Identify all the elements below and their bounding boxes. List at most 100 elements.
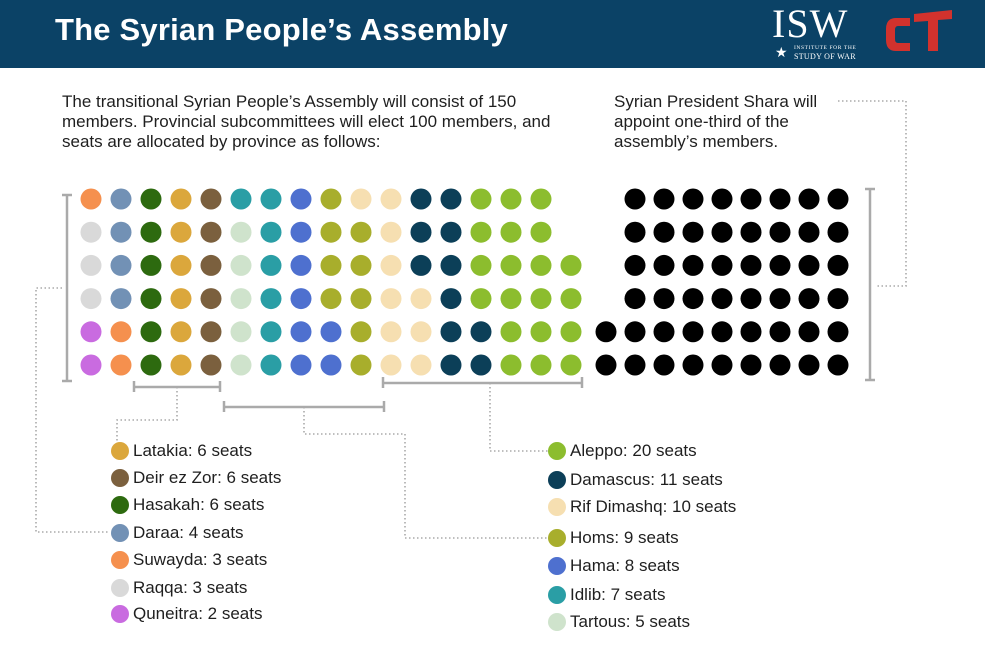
legend-item-damascus: Damascus: 11 seats [548,469,723,491]
seat-dot-tartous [230,354,252,376]
legend-item-hama: Hama: 8 seats [548,555,680,577]
star-icon: ★ [775,44,788,60]
legend-label-daraa: Daraa: 4 seats [133,523,244,542]
seat-dot-aleppo [530,354,552,376]
legend-item-rif-dimashq: Rif Dimashq: 10 seats [548,496,736,518]
appointed-seat-dot [827,188,849,210]
appointed-seat-dot [624,188,646,210]
seat-dot-tartous [230,221,252,243]
appointed-seat-dot [653,221,675,243]
appointed-seat-dot [682,321,704,343]
seat-dot-damascus [440,288,462,310]
legend-label-homs: Homs: 9 seats [570,528,679,547]
seat-dot-aleppo [470,288,492,310]
seat-dot-rif-dimashq [350,188,372,210]
seat-dot-damascus [470,321,492,343]
ct-logo-c [886,18,910,51]
legend-item-quneitra: Quneitra: 2 seats [111,603,262,625]
isw-logo-mark: ISW [772,1,849,46]
legend-label-aleppo: Aleppo: 20 seats [570,441,697,460]
seat-dot-aleppo [500,188,522,210]
appointed-seat-dot [769,321,791,343]
seat-dot-hasakah [140,188,162,210]
appointed-seat-dot [769,254,791,276]
appointed-seat-dot [711,188,733,210]
seat-dot-hama [290,321,312,343]
seat-dot-idlib [230,188,252,210]
seat-dot-homs [320,288,342,310]
isw-logo-subtitle-2: STUDY OF WAR [794,52,856,61]
seat-dot-hama [320,321,342,343]
appointed-seat-dot [682,288,704,310]
legend-swatch-daraa [111,524,129,542]
seat-dot-hama [290,288,312,310]
seat-dot-rif-dimashq [380,188,402,210]
legend-item-homs: Homs: 9 seats [548,527,679,549]
legend-swatch-suwayda [111,551,129,569]
appointed-seat-dot [798,221,820,243]
seat-dot-homs [320,221,342,243]
legend-label-hasakah: Hasakah: 6 seats [133,495,265,514]
appointed-seat-dot [653,188,675,210]
seat-dot-hama [290,221,312,243]
legend-label-raqqa: Raqqa: 3 seats [133,578,248,597]
seat-dot-rif-dimashq [380,254,402,276]
seat-dot-latakia [170,321,192,343]
legend-swatch-idlib [548,586,566,604]
connector-latakia [116,387,178,441]
seat-dot-aleppo [500,254,522,276]
seat-dot-tartous [230,321,252,343]
appointed-seat-dot [653,288,675,310]
appointed-seat-dot [711,321,733,343]
appointed-seat-dot [624,321,646,343]
legend-swatch-deir-ez-zor [111,469,129,487]
legend-swatch-rif-dimashq [548,498,566,516]
seat-dot-daraa [110,288,132,310]
seat-dot-tartous [230,288,252,310]
legend-item-raqqa: Raqqa: 3 seats [111,577,247,599]
legend-item-latakia: Latakia: 6 seats [111,440,252,462]
seat-dot-homs [350,354,372,376]
seat-dot-aleppo [500,321,522,343]
connector-daraa [35,287,110,533]
seat-dot-tartous [230,254,252,276]
appointed-seat-dot [711,288,733,310]
appointed-seat-dot [624,354,646,376]
appointed-seat-dot [711,221,733,243]
legend-label-damascus: Damascus: 11 seats [570,470,723,489]
connector-homs [303,407,548,539]
page-title: The Syrian People’s Assembly [55,12,508,47]
seat-dot-quneitra [80,321,102,343]
seat-dot-aleppo [560,288,582,310]
brackets-and-connectors [35,100,907,539]
seat-dot-hama [290,354,312,376]
seat-dot-damascus [440,354,462,376]
seat-dot-daraa [110,254,132,276]
seat-dot-rif-dimashq [380,354,402,376]
legend-item-aleppo: Aleppo: 20 seats [548,440,697,462]
appointed-seat-dot [827,321,849,343]
appointed-seat-dot [769,188,791,210]
appointed-seat-dot [740,321,762,343]
appointed-seat-dot [827,354,849,376]
seat-dot-deir-ez-zor [200,254,222,276]
legend-label-suwayda: Suwayda: 3 seats [133,550,268,569]
bracket-aleppo-damascus [381,377,584,388]
legend-item-suwayda: Suwayda: 3 seats [111,549,267,571]
appointed-seat-dot [653,321,675,343]
legend-item-daraa: Daraa: 4 seats [111,522,244,544]
legend-item-hasakah: Hasakah: 6 seats [111,494,264,516]
seat-dot-aleppo [560,254,582,276]
seat-dot-damascus [440,321,462,343]
connector-appointed [838,100,907,287]
seat-dot-damascus [440,188,462,210]
seat-dot-daraa [110,188,132,210]
seat-dot-latakia [170,254,192,276]
ct-logo [886,10,952,51]
seat-dot-idlib [260,188,282,210]
seat-dot-homs [350,221,372,243]
appointed-seat-dot [595,354,617,376]
intro-elected-text: The transitional Syrian People’s Assembl… [62,92,551,151]
connector-aleppo [489,383,548,452]
seat-dot-rif-dimashq [410,288,432,310]
